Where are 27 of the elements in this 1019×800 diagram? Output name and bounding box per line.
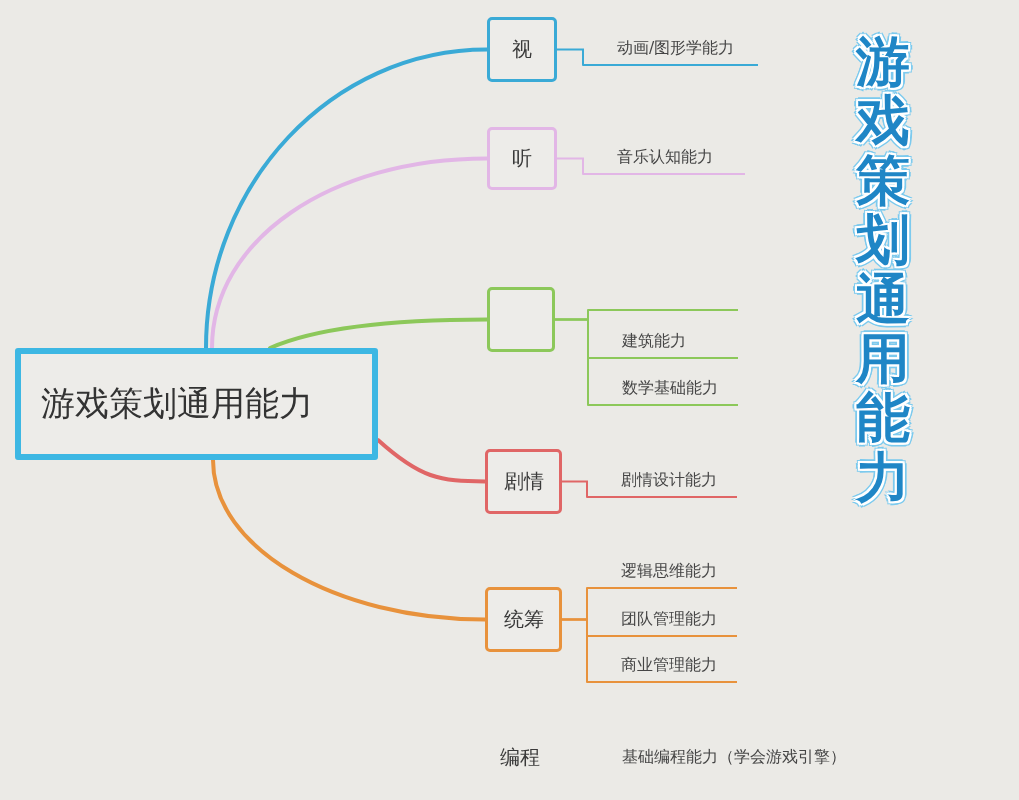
connector-line	[554, 318, 589, 406]
subtopic: 剧情设计能力	[587, 464, 737, 498]
topic-label: 编程	[500, 744, 540, 770]
overlay-title: 游戏策划通用能力	[854, 29, 911, 511]
subtopic: 建筑能力	[588, 325, 738, 359]
subtopic: 商业管理能力	[587, 649, 737, 683]
topic-box	[487, 287, 555, 352]
branch-curve	[211, 458, 487, 622]
connector-line	[556, 48, 584, 66]
central-topic: 游戏策划通用能力	[15, 348, 378, 460]
connector-line	[561, 618, 588, 683]
main-topic: 剧情	[485, 449, 562, 514]
subtopic: 动画/图形学能力	[583, 32, 758, 66]
subtopic: 数学基础能力	[588, 372, 738, 406]
branch-curve	[204, 47, 489, 350]
subtopic: 逻辑思维能力	[587, 555, 737, 589]
connector-line	[561, 480, 588, 498]
branch-curve	[210, 156, 489, 350]
connector-line	[556, 157, 584, 175]
subtopic: 团队管理能力	[587, 603, 737, 637]
branch-curve	[268, 317, 489, 350]
main-topic: 听	[487, 127, 557, 190]
subtopic-underline	[588, 309, 738, 311]
main-topic: 统筹	[485, 587, 562, 652]
main-topic: 视	[487, 17, 557, 82]
subtopic: 音乐认知能力	[583, 141, 745, 175]
subtopic-text: 基础编程能力（学会游戏引擎）	[622, 747, 846, 768]
